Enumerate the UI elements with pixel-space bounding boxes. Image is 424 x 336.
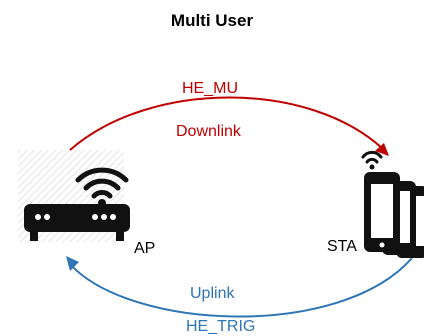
ap-node-label: AP (134, 240, 156, 257)
wifi-router-icon (24, 167, 130, 241)
sta-node-label: STA (327, 238, 357, 255)
downlink-arrow (69, 96, 385, 151)
downlink-direction-label: Downlink (176, 123, 241, 140)
uplink-arrow (69, 257, 413, 318)
downlink-protocol-label: HE_MU (182, 80, 239, 97)
diagram-title: Multi User (170, 11, 254, 30)
smartphones-icon (361, 150, 424, 258)
uplink-protocol-label: HE_TRIG (186, 318, 256, 335)
uplink-direction-label: Uplink (190, 285, 235, 302)
downlink-arrowhead (375, 143, 389, 156)
uplink-arrowhead (66, 256, 79, 271)
